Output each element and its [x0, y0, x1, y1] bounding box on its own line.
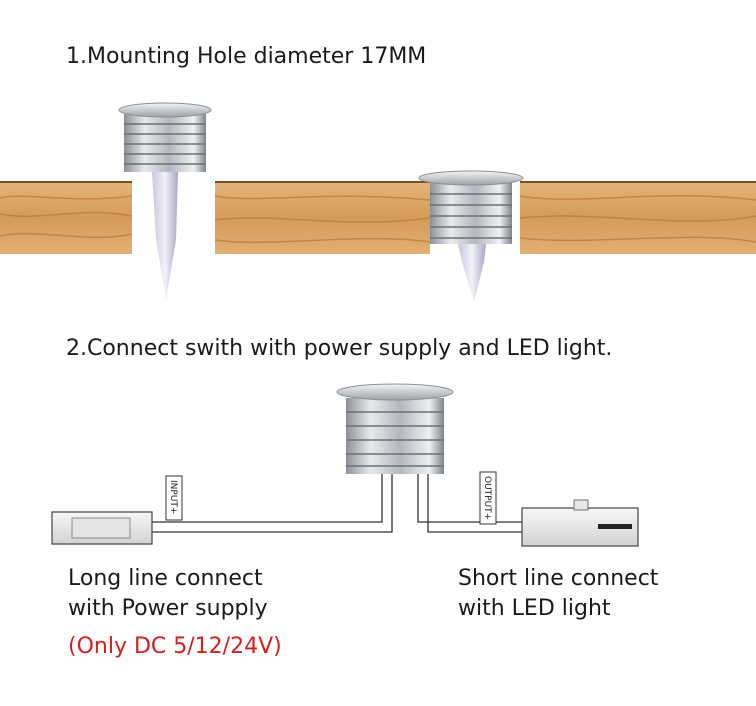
led-light-installed — [418, 170, 524, 302]
output-label: OUTPUT+ — [482, 476, 492, 520]
left-caption-line-1: Long line connect — [68, 566, 263, 591]
wood-board — [0, 181, 756, 254]
right-caption-line-2: with LED light — [458, 596, 611, 621]
led-light-before-install — [118, 102, 212, 300]
left-caption-line-2: with Power supply — [68, 596, 268, 621]
switch-body — [336, 383, 454, 474]
output-connector: OUTPUT+ — [479, 471, 639, 547]
input-connector: INPUT+ — [51, 475, 183, 545]
wires — [152, 474, 522, 533]
voltage-note: (Only DC 5/12/24V) — [68, 634, 282, 659]
input-label: INPUT+ — [168, 480, 178, 514]
left-caption: Long line connect with Power supply — [68, 564, 268, 624]
step-2-heading: 2.Connect swith with power supply and LE… — [66, 336, 613, 361]
right-caption: Short line connect with LED light — [458, 564, 658, 624]
step-1-heading: 1.Mounting Hole diameter 17MM — [66, 44, 427, 69]
right-caption-line-1: Short line connect — [458, 566, 659, 591]
